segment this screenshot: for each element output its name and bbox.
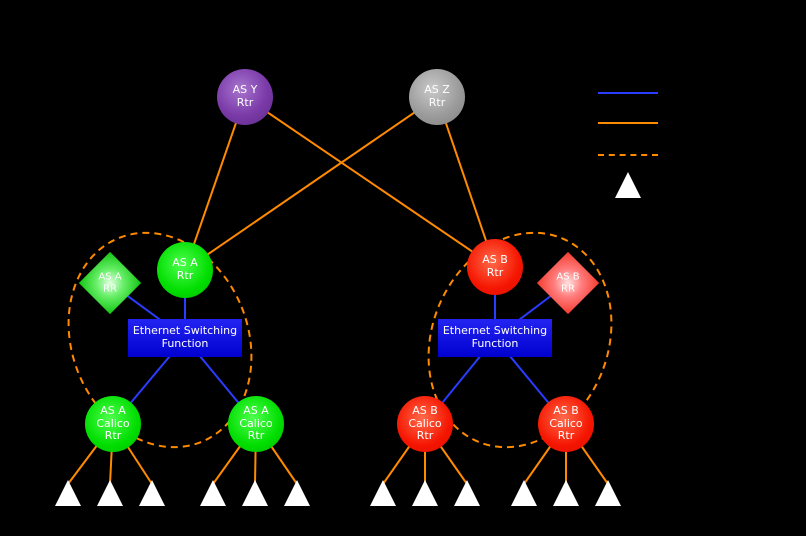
node-as-b-calico-rtr-1: AS B Calico Rtr xyxy=(397,396,453,452)
host-triangle xyxy=(284,480,310,506)
host-triangle xyxy=(553,480,579,506)
node-as-a-calico-rtr-1: AS A Calico Rtr xyxy=(85,396,141,452)
host-triangle xyxy=(595,480,621,506)
host-triangle xyxy=(139,480,165,506)
host-triangle xyxy=(242,480,268,506)
legend-rr-session-swatch xyxy=(598,154,658,156)
node-as-b-rtr: AS B Rtr xyxy=(467,239,523,295)
legend-ebgp-link-swatch xyxy=(598,122,658,124)
ebgp-links xyxy=(184,96,496,271)
node-as-b-rr-label: AS B RR xyxy=(556,271,580,295)
host-triangle xyxy=(97,480,123,506)
host-triangle xyxy=(370,480,396,506)
node-ethernet-switching-b: Ethernet Switching Function xyxy=(438,319,552,357)
node-as-z-rtr: AS Z Rtr xyxy=(409,69,465,125)
host-triangle xyxy=(55,480,81,506)
node-as-b-calico-rtr-2: AS B Calico Rtr xyxy=(538,396,594,452)
host-triangle xyxy=(454,480,480,506)
legend-host-triangle-swatch xyxy=(615,172,641,198)
host-links xyxy=(67,423,609,485)
host-triangle xyxy=(412,480,438,506)
node-as-y-rtr: AS Y Rtr xyxy=(217,69,273,125)
node-ethernet-switching-a: Ethernet Switching Function xyxy=(128,319,242,357)
node-as-a-rtr: AS A Rtr xyxy=(157,242,213,298)
node-as-a-calico-rtr-2: AS A Calico Rtr xyxy=(228,396,284,452)
legend-ethernet-link-swatch xyxy=(598,92,658,94)
host-triangle xyxy=(200,480,226,506)
node-as-a-rr-label: AS A RR xyxy=(98,271,122,295)
rr-session-loops xyxy=(67,231,613,449)
host-triangle xyxy=(511,480,537,506)
